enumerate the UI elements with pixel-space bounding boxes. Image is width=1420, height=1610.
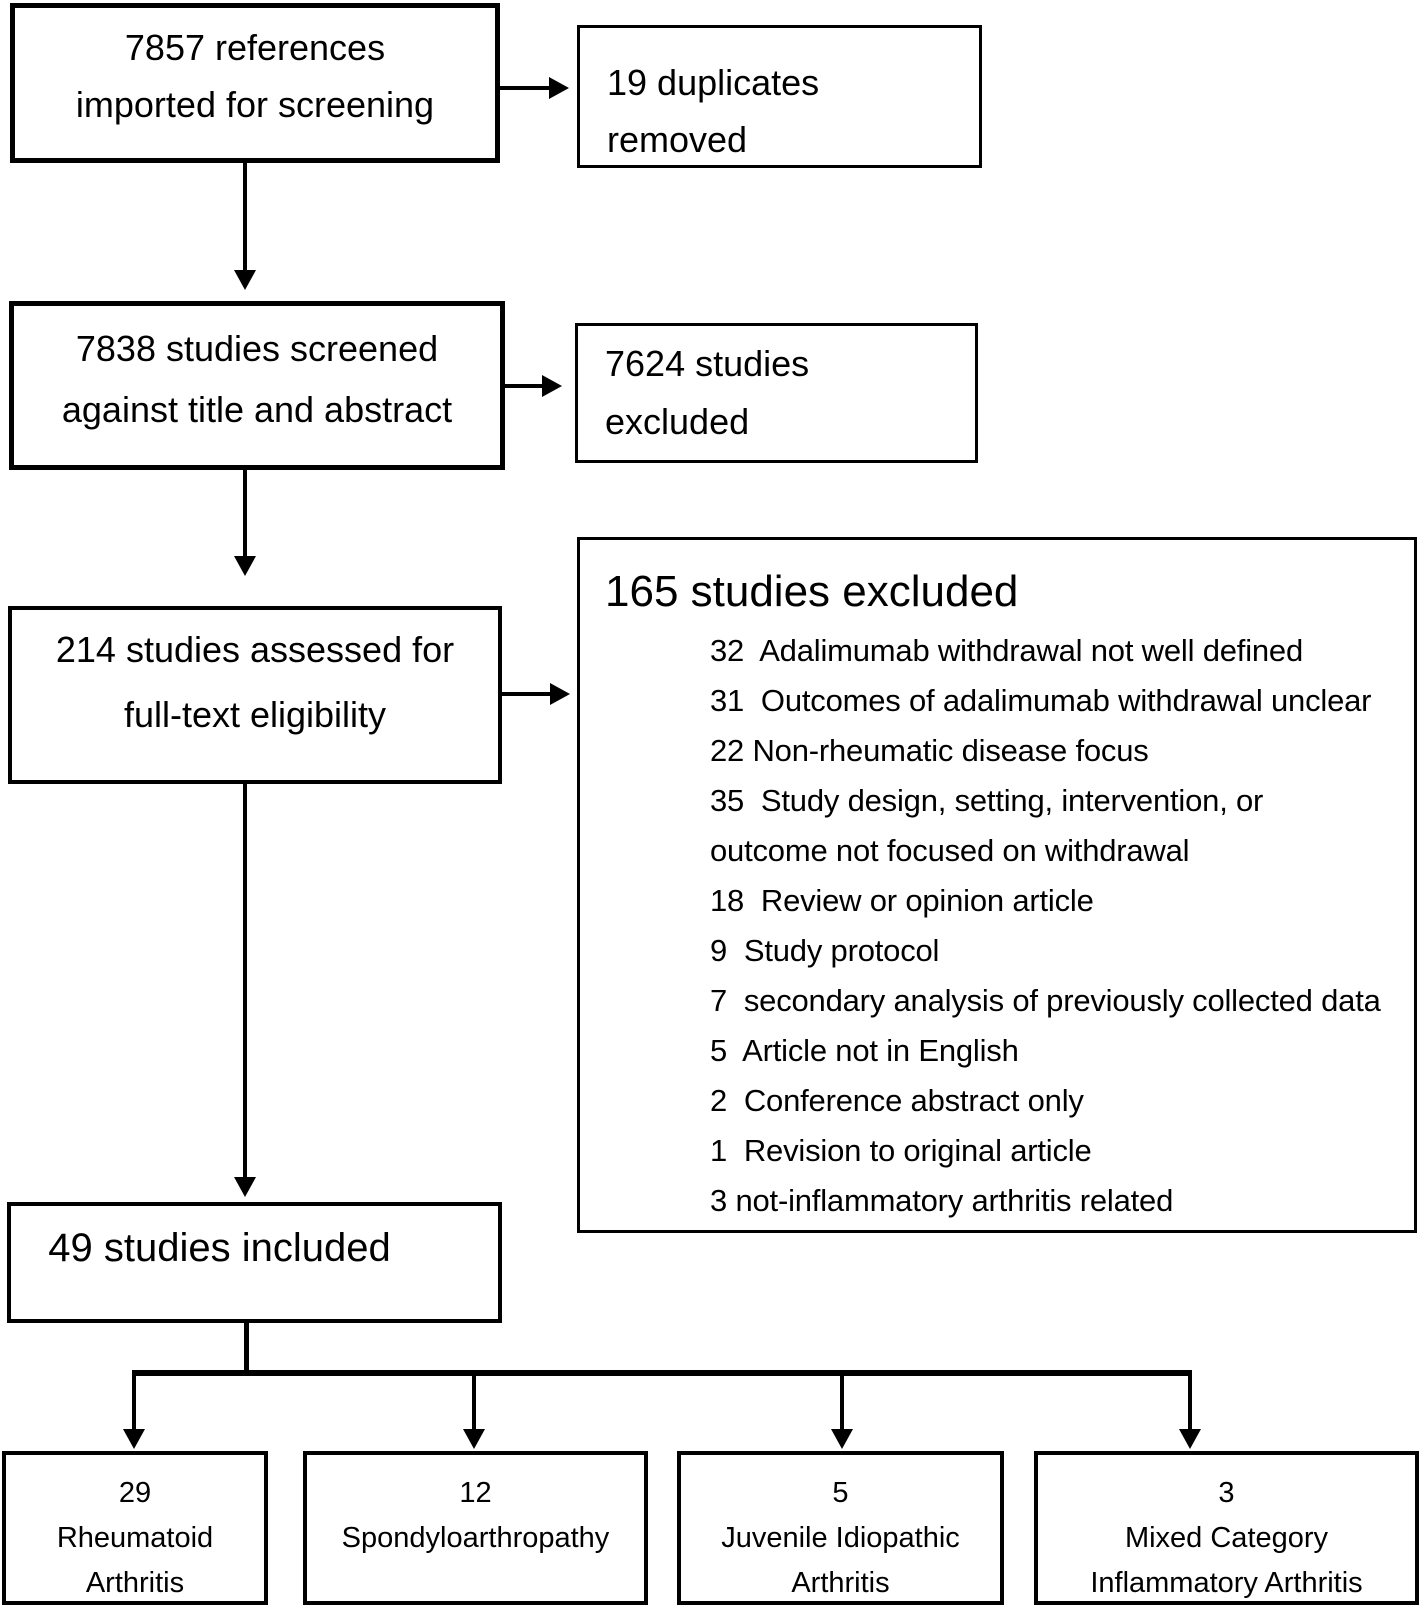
box-studies-included: 49 studies included bbox=[7, 1202, 502, 1323]
box-screen-excluded: 7624 studies excluded bbox=[575, 323, 978, 463]
connector-screened-to-excluded bbox=[505, 384, 542, 388]
category-count: 12 bbox=[459, 1477, 492, 1509]
connector-imported-to-screened bbox=[243, 163, 247, 270]
connector-included-stem bbox=[244, 1323, 249, 1373]
connector-screened-to-fulltext bbox=[243, 470, 247, 556]
box-fulltext-excluded: 165 studies excluded 32 Adalimumab withd… bbox=[577, 537, 1417, 1233]
arrowhead-category-4 bbox=[1179, 1429, 1201, 1449]
connector-fulltext-to-included bbox=[243, 784, 247, 1177]
exclusion-reason: 9 Study protocol bbox=[710, 933, 940, 968]
box-fulltext-assessed-line1: 214 studies assessed for bbox=[55, 628, 455, 670]
connector-category-bar bbox=[132, 1370, 1192, 1376]
box-references-imported-line1: 7857 references bbox=[124, 27, 386, 68]
box-studies-screened-line1: 7838 studies screened bbox=[75, 327, 439, 369]
box-fulltext-assessed-line2: full-text eligibility bbox=[123, 693, 387, 735]
category-count: 29 bbox=[118, 1477, 152, 1509]
connector-category-4 bbox=[1188, 1376, 1192, 1429]
box-studies-screened: 7838 studies screened against title and … bbox=[9, 301, 505, 470]
fulltext-excluded-title: 165 studies excluded bbox=[605, 567, 1019, 616]
box-duplicates-removed-line2: removed bbox=[607, 118, 748, 160]
category-name-line: Juvenile Idiopathic bbox=[721, 1522, 960, 1554]
box-category-spondyloarthropathy: 12 Spondyloarthropathy bbox=[303, 1451, 648, 1605]
arrowhead-category-3 bbox=[831, 1429, 853, 1449]
box-category-rheumatoid-arthritis: 29 Rheumatoid Arthritis bbox=[2, 1451, 268, 1605]
category-count: 5 bbox=[832, 1477, 849, 1509]
box-references-imported-line2: imported for screening bbox=[75, 84, 435, 125]
arrowhead-screened-to-fulltext bbox=[234, 556, 256, 576]
arrowhead-fulltext-to-excluded bbox=[550, 683, 570, 705]
category-name-line: Inflammatory Arthritis bbox=[1090, 1567, 1363, 1599]
box-screen-excluded-line1: 7624 studies bbox=[605, 343, 810, 384]
exclusion-reason: 3 not-inflammatory arthritis related bbox=[710, 1183, 1174, 1218]
exclusion-reason: 35 Study design, setting, intervention, … bbox=[710, 783, 1264, 818]
arrowhead-imported-to-duplicates bbox=[549, 77, 569, 99]
box-studies-included-label: 49 studies included bbox=[48, 1225, 391, 1270]
box-studies-screened-line2: against title and abstract bbox=[61, 388, 453, 430]
exclusion-reason: 22 Non-rheumatic disease focus bbox=[710, 733, 1149, 768]
connector-category-2 bbox=[472, 1376, 476, 1429]
exclusion-reason: 32 Adalimumab withdrawal not well define… bbox=[710, 633, 1303, 668]
box-references-imported: 7857 references imported for screening bbox=[10, 3, 500, 163]
box-duplicates-removed-line1: 19 duplicates bbox=[607, 61, 820, 103]
category-name-line: Rheumatoid bbox=[56, 1522, 214, 1554]
category-name-line: Arthritis bbox=[791, 1567, 890, 1599]
connector-category-3 bbox=[840, 1376, 844, 1429]
arrowhead-imported-to-screened bbox=[234, 270, 256, 290]
arrowhead-screened-to-excluded bbox=[542, 375, 562, 397]
exclusion-reason: 7 secondary analysis of previously colle… bbox=[710, 983, 1381, 1018]
box-fulltext-assessed: 214 studies assessed for full-text eligi… bbox=[8, 606, 502, 784]
category-name-line: Arthritis bbox=[85, 1567, 185, 1599]
exclusion-reason: 2 Conference abstract only bbox=[710, 1083, 1084, 1118]
exclusion-reason: 5 Article not in English bbox=[710, 1033, 1019, 1068]
arrowhead-category-2 bbox=[463, 1429, 485, 1449]
box-category-mixed-inflammatory-arthritis: 3 Mixed Category Inflammatory Arthritis bbox=[1034, 1451, 1419, 1605]
exclusion-reason: 18 Review or opinion article bbox=[710, 883, 1094, 918]
category-name-line: Mixed Category bbox=[1124, 1522, 1329, 1554]
arrowhead-category-1 bbox=[123, 1429, 145, 1449]
connector-fulltext-to-excluded bbox=[502, 692, 550, 696]
exclusion-reason: 1 Revision to original article bbox=[710, 1133, 1092, 1168]
box-screen-excluded-line2: excluded bbox=[605, 401, 750, 442]
category-count: 3 bbox=[1218, 1477, 1235, 1509]
connector-category-1 bbox=[132, 1376, 136, 1429]
connector-imported-to-duplicates bbox=[500, 86, 549, 90]
exclusion-reason: 31 Outcomes of adalimumab withdrawal unc… bbox=[710, 683, 1372, 718]
arrowhead-fulltext-to-included bbox=[234, 1177, 256, 1197]
exclusion-reason-continuation: outcome not focused on withdrawal bbox=[710, 833, 1190, 868]
box-duplicates-removed: 19 duplicates removed bbox=[577, 25, 982, 168]
category-name-line: Spondyloarthropathy bbox=[341, 1522, 610, 1554]
box-category-juvenile-idiopathic-arthritis: 5 Juvenile Idiopathic Arthritis bbox=[677, 1451, 1004, 1605]
